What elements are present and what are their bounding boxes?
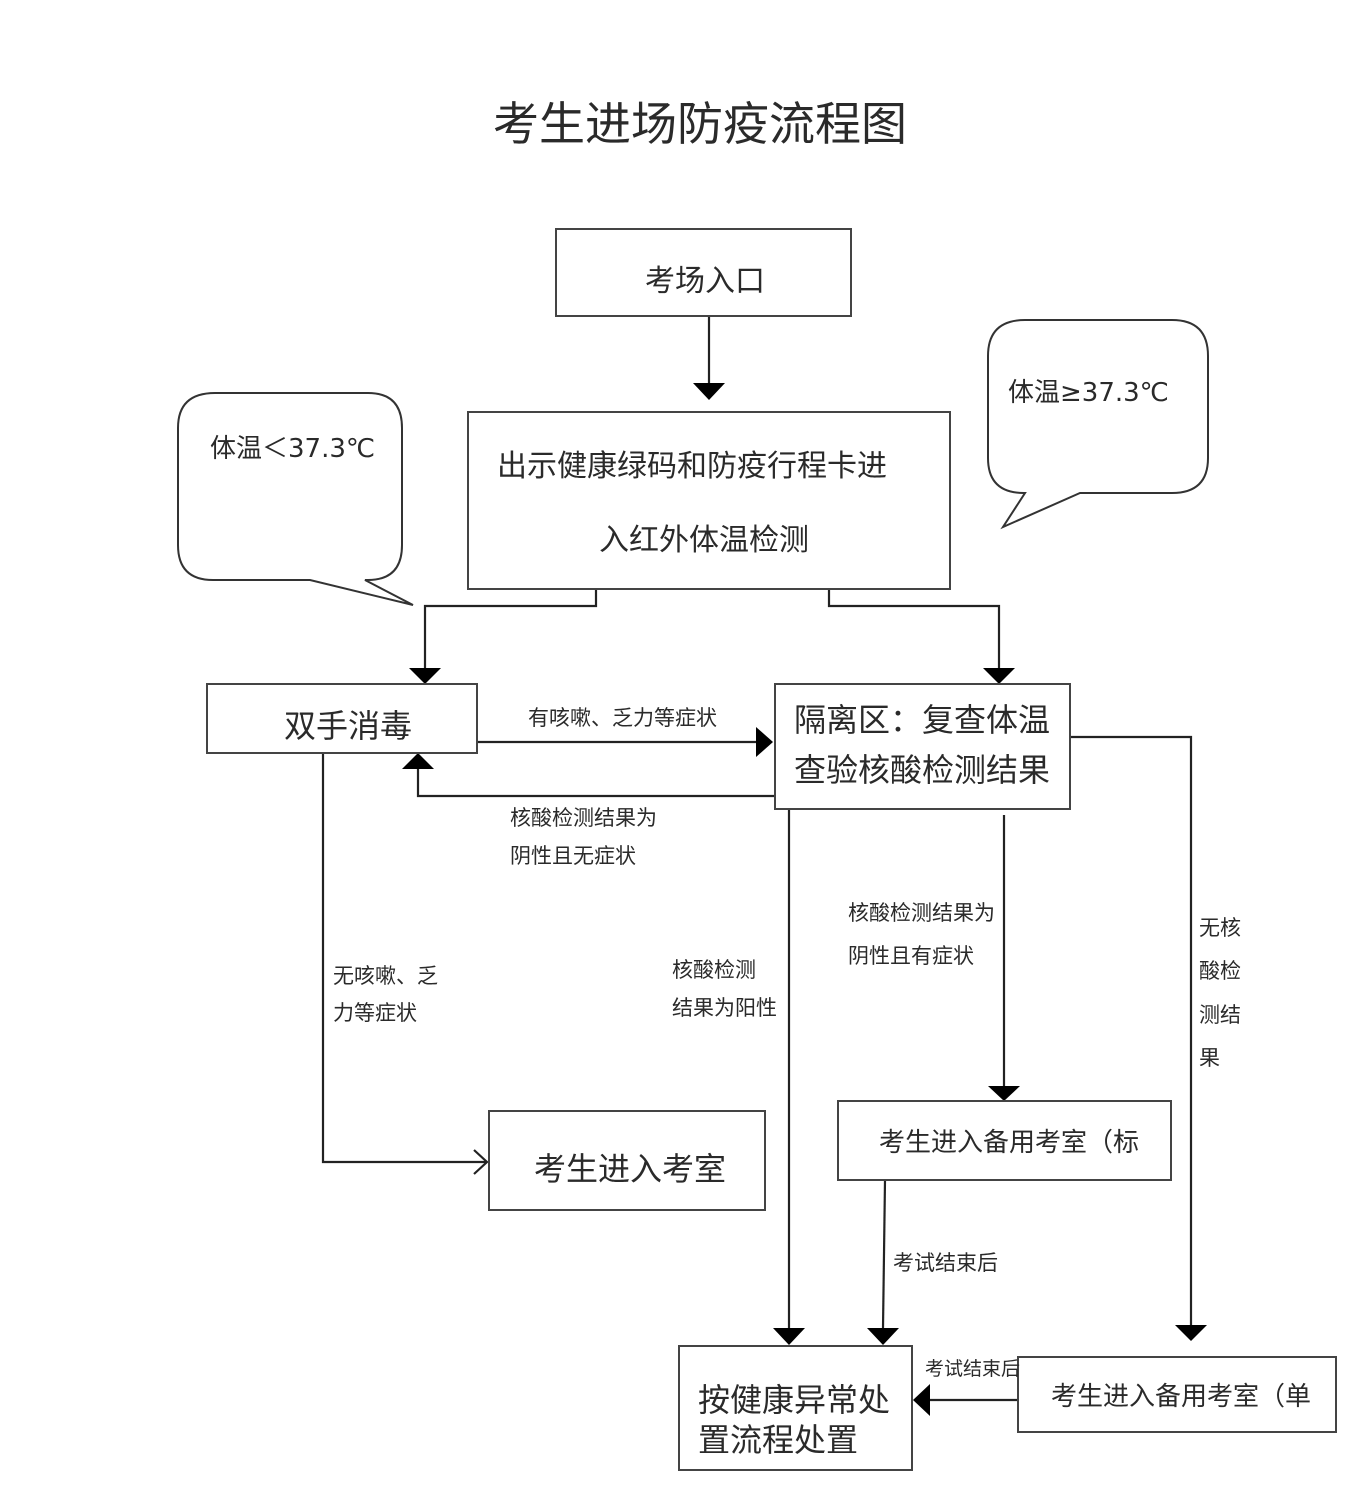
arrowhead xyxy=(913,1384,930,1416)
callout-temp-high: 体温≥37.3℃ xyxy=(1008,378,1169,408)
node-enter-room: 考生进入考室 xyxy=(488,1110,766,1211)
node-disinfect-label: 双手消毒 xyxy=(284,707,413,745)
node-isolation-label-1: 隔离区：复查体温 xyxy=(794,701,1051,739)
edge-backup-standard-to-abnormal xyxy=(881,1179,887,1329)
edge-label-negative-symptoms-2: 阴性且有症状 xyxy=(848,944,974,968)
node-disinfect: 双手消毒 xyxy=(206,683,478,754)
node-enter-room-label: 考生进入考室 xyxy=(534,1150,727,1188)
node-entrance: 考场入口 xyxy=(555,228,852,317)
node-backup-standard: 考生进入备用考室（标 xyxy=(837,1100,1172,1181)
callout-right-shape xyxy=(987,319,1209,530)
edge-label-after-exam-1: 考试结束后 xyxy=(893,1251,998,1275)
callout-left-shape xyxy=(177,392,414,606)
node-backup-single: 考生进入备用考室（单 xyxy=(1017,1356,1337,1433)
node-check: 出示健康绿码和防疫行程卡进 入红外体温检测 xyxy=(467,411,951,590)
arrowhead xyxy=(988,1086,1020,1101)
node-backup-standard-label: 考生进入备用考室（标 xyxy=(879,1128,1140,1158)
page-title: 考生进场防疫流程图 xyxy=(493,97,907,151)
callout-temp-low: 体温＜37.3℃ xyxy=(210,434,376,464)
edge-label-positive-2: 结果为阳性 xyxy=(672,996,777,1020)
arrowhead xyxy=(773,1328,805,1345)
node-check-label-1: 出示健康绿码和防疫行程卡进 xyxy=(497,449,887,484)
edge-disinfect-to-room xyxy=(321,753,486,1164)
edge-label-has-symptoms: 有咳嗽、乏力等症状 xyxy=(528,706,717,730)
edge-label-no-result-4: 果 xyxy=(1199,1046,1220,1070)
edge-label-negative-no-symptoms-2: 阴性且无症状 xyxy=(510,844,636,868)
edge-label-no-result-1: 无核 xyxy=(1199,916,1241,940)
edge-label-negative-no-symptoms-1: 核酸检测结果为 xyxy=(510,806,657,830)
arrowhead xyxy=(693,383,725,400)
arrowhead xyxy=(409,668,441,684)
arrowhead xyxy=(1175,1325,1207,1341)
node-entrance-label: 考场入口 xyxy=(645,264,765,299)
node-backup-single-label: 考生进入备用考室（单 xyxy=(1051,1382,1312,1412)
arrowhead xyxy=(983,668,1015,684)
edge-label-no-result-3: 测结 xyxy=(1199,1003,1241,1027)
node-abnormal: 按健康异常处 置流程处置 xyxy=(678,1345,913,1471)
edge-room-arrow-open xyxy=(473,1149,489,1175)
arrowhead xyxy=(756,727,773,757)
edge-isolation-to-disinfect xyxy=(416,768,774,798)
node-isolation-label-2: 查验核酸检测结果 xyxy=(794,751,1051,789)
node-isolation: 隔离区：复查体温 查验核酸检测结果 xyxy=(774,683,1071,810)
node-abnormal-label-2: 置流程处置 xyxy=(698,1421,859,1459)
edge-label-no-symptoms-1: 无咳嗽、乏 xyxy=(333,964,438,988)
edge-label-after-exam-2: 考试结束后 xyxy=(925,1358,1021,1380)
edge-label-negative-symptoms-1: 核酸检测结果为 xyxy=(848,901,995,925)
arrowhead xyxy=(867,1328,899,1345)
edge-isolation-to-backup-single xyxy=(1070,735,1193,1325)
node-abnormal-label-1: 按健康异常处 xyxy=(698,1381,891,1419)
arrowhead xyxy=(402,753,434,769)
edge-label-positive-1: 核酸检测 xyxy=(672,958,756,982)
edge-label-no-result-2: 酸检 xyxy=(1199,959,1241,983)
node-check-label-2: 入红外体温检测 xyxy=(599,523,809,558)
edge-label-no-symptoms-2: 力等症状 xyxy=(333,1001,417,1025)
